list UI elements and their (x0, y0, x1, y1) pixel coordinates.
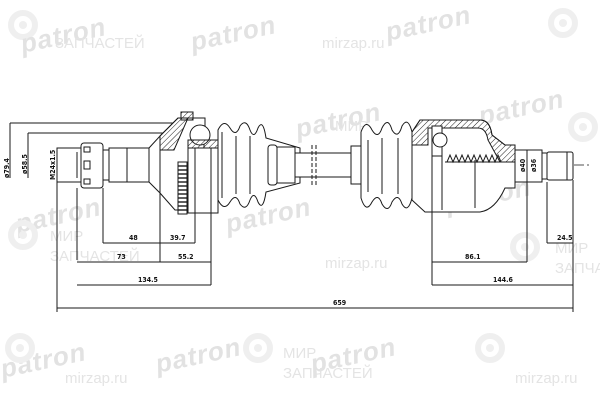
dimension-144-6-label: 144.6 (493, 276, 513, 284)
dimension-48-label: 48 (129, 234, 138, 242)
thread-label: M24x1.5 (49, 149, 57, 180)
inner-diameter-label-right: ø36 (530, 158, 538, 172)
dimension-24-5-label: 24.5 (557, 234, 573, 242)
dimension-39-7-label: 39.7 (170, 234, 186, 242)
location-pin-watermark-icon (510, 232, 540, 262)
location-pin-watermark-icon (475, 333, 505, 363)
total-length-label: 659 (333, 299, 347, 307)
dimension-73-label: 73 (117, 253, 126, 261)
location-pin-watermark-icon (5, 333, 35, 363)
dimension-134-5-label: 134.5 (138, 276, 158, 284)
outer-diameter-label-left: ø79.4 (3, 158, 11, 178)
inner-diameter-label-left: ø58.5 (21, 154, 29, 174)
location-pin-watermark-icon (8, 220, 38, 250)
location-pin-watermark-icon (548, 8, 578, 38)
dimension-55-2-label: 55.2 (178, 253, 194, 261)
location-pin-watermark-icon (243, 333, 273, 363)
location-pin-watermark-icon (8, 10, 38, 40)
location-pin-watermark-icon (568, 112, 598, 142)
outer-diameter-label-right: ø40 (519, 158, 527, 172)
dimension-86-1-label: 86.1 (465, 253, 481, 261)
